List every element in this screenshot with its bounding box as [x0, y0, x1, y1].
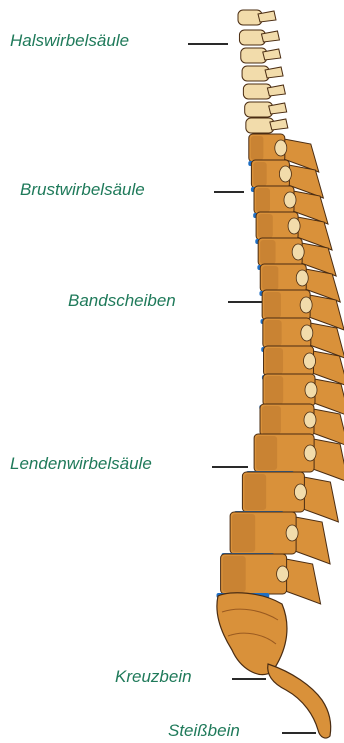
facet-joint	[300, 297, 312, 313]
vertebra-shading	[262, 406, 281, 434]
coccyx	[268, 664, 331, 738]
cervical-vertebra	[241, 48, 267, 63]
label-cervical: Halswirbelsäule	[10, 31, 129, 51]
facet-joint	[296, 270, 308, 286]
leader-line-thoracic	[214, 191, 244, 193]
vertebra-shading	[265, 320, 282, 346]
vertebra-shading	[256, 188, 270, 212]
facet-joint	[277, 566, 289, 582]
vertebra-shading	[251, 136, 264, 160]
vertebra-shading	[265, 376, 283, 404]
vertebra-shading	[260, 240, 275, 264]
vertebra-shading	[223, 556, 246, 592]
leader-line-coccyx	[282, 732, 316, 734]
vertebra-shading	[256, 436, 277, 470]
facet-joint	[284, 192, 296, 208]
leader-line-sacrum	[232, 678, 266, 680]
facet-joint	[292, 244, 304, 260]
leader-line-cervical	[188, 43, 228, 45]
facet-joint	[275, 140, 287, 156]
facet-joint	[305, 382, 317, 398]
facet-joint	[288, 218, 300, 234]
label-thoracic: Brustwirbelsäule	[20, 180, 145, 200]
cervical-vertebra	[245, 102, 273, 117]
vertebra-shading	[253, 162, 266, 186]
leader-line-discs	[228, 301, 262, 303]
cervical-vertebra	[243, 84, 271, 99]
label-coccyx: Steißbein	[168, 721, 240, 741]
vertebra-shading	[244, 474, 266, 510]
cervical-vertebra	[242, 66, 269, 81]
label-discs: Bandscheiben	[68, 291, 176, 311]
leader-line-lumbar	[212, 466, 248, 468]
facet-joint	[304, 353, 316, 369]
cervical-vertebra	[239, 30, 265, 45]
facet-joint	[286, 525, 298, 541]
vertebra-shading	[258, 214, 273, 238]
cervical-vertebra	[246, 118, 274, 133]
vertebra-shading	[262, 266, 278, 290]
facet-joint	[294, 484, 306, 500]
facet-joint	[301, 325, 313, 341]
vertebra-shading	[232, 514, 255, 552]
vertebra-shading	[266, 348, 284, 374]
label-lumbar: Lendenwirbelsäule	[10, 454, 152, 474]
facet-joint	[279, 166, 291, 182]
facet-joint	[304, 412, 316, 428]
vertebra-shading	[264, 292, 281, 318]
label-sacrum: Kreuzbein	[115, 667, 192, 687]
facet-joint	[304, 445, 316, 461]
